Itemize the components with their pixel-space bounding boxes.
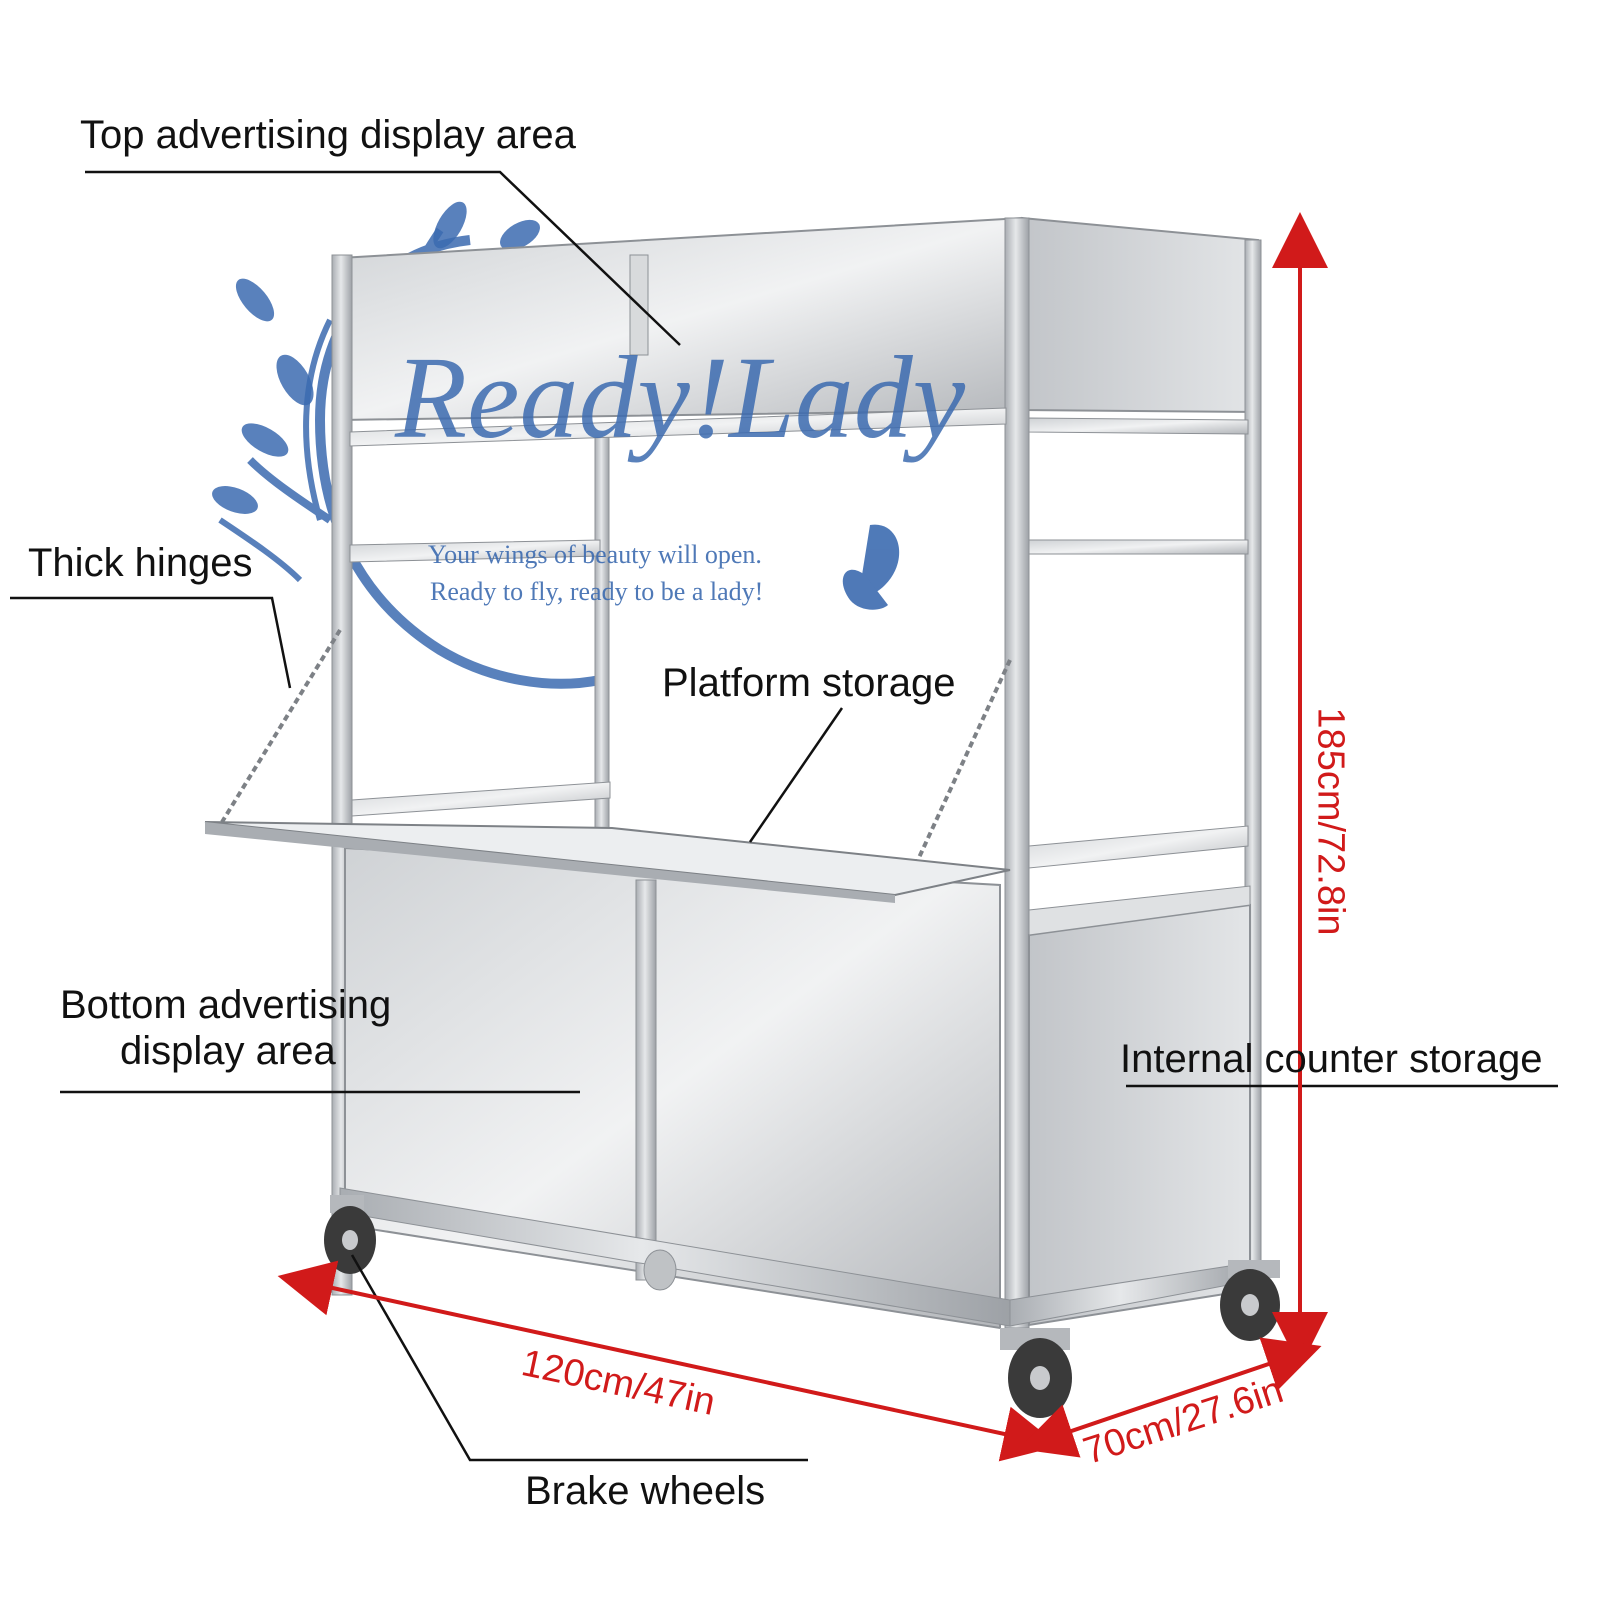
label-bottom-display-2: display area [120, 1029, 336, 1073]
cabinet-side-top [1028, 885, 1251, 936]
label-top-display: Top advertising display area [80, 113, 576, 157]
label-brake-wheels: Brake wheels [525, 1469, 766, 1513]
rail-side-upper [1028, 417, 1249, 435]
label-internal-counter: Internal counter storage [1120, 1037, 1543, 1081]
watermark-tagline-2: Ready to fly, ready to be a lady! [430, 577, 764, 606]
platform-edge [205, 822, 895, 903]
rail-middle [349, 539, 601, 563]
rail-side-lower [1028, 825, 1249, 869]
dimension-arrows [277, 212, 1328, 1462]
cabinet-side [1028, 903, 1251, 1327]
butterfly-icon [842, 524, 900, 610]
dimension-height: 185cm/72.8in [1309, 707, 1352, 936]
wheel-center-small [643, 1249, 677, 1291]
label-platform-storage: Platform storage [662, 661, 956, 705]
chain-left [220, 628, 342, 824]
door-hinge-strip [635, 879, 657, 1281]
chain-right [903, 659, 1012, 889]
rail-side-middle [1028, 539, 1249, 555]
wheel-front-right [1000, 1328, 1072, 1418]
label-thick-hinges: Thick hinges [28, 541, 253, 585]
rail-upper [349, 407, 1007, 447]
label-bottom-display-1: Bottom advertising [60, 983, 392, 1027]
wheel-front-left [324, 1195, 376, 1274]
watermark-brand: Ready!Lady [395, 332, 966, 463]
wheel-back-right [1220, 1260, 1280, 1341]
upright-center [594, 429, 610, 831]
watermark-tagline-1: Your wings of beauty will open. [428, 540, 762, 569]
upright-right-front [1004, 217, 1030, 1329]
top-panel-side [1021, 216, 1259, 414]
rail-lower [351, 781, 611, 817]
